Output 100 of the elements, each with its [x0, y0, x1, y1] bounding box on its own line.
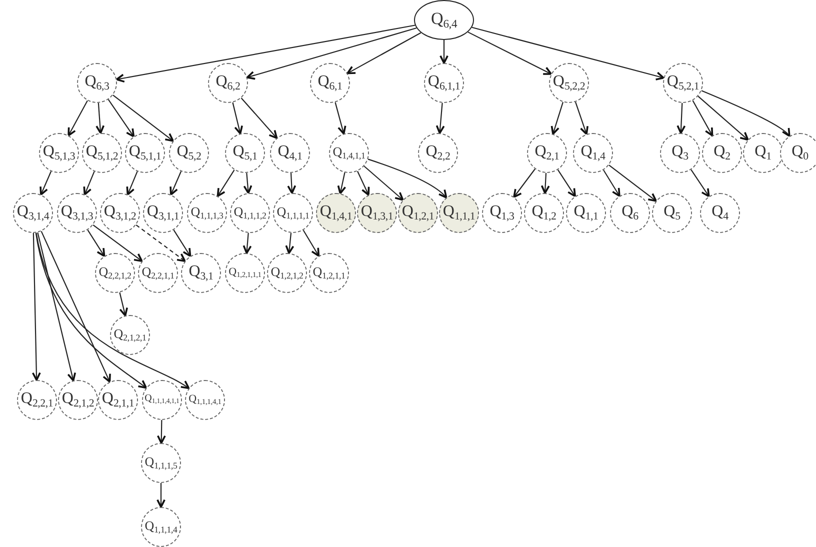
- state-label: Q$_{1,2,1}$: [402, 204, 434, 222]
- arrow: [116, 24, 416, 83]
- arrow: [364, 166, 404, 201]
- arrow: [232, 102, 243, 134]
- state-label: Q$_{5,2,2}$: [552, 74, 586, 92]
- arrow: [83, 171, 95, 196]
- arrow: [676, 102, 686, 134]
- state-label: Q$_{2,2,1,1}$: [142, 265, 174, 281]
- arrow: [170, 171, 182, 196]
- state-circle: [57, 193, 97, 233]
- state-label: Q$_{3,1,1}$: [146, 204, 180, 222]
- arrow: [126, 171, 138, 196]
- state-label: Q$_{4,1}$: [278, 144, 302, 162]
- state-label: Q$_{1,1,1,2}$: [234, 205, 266, 221]
- state-label: Q$_{1,3}$: [490, 204, 514, 222]
- state-label: Q$_{1,4}$: [580, 144, 606, 162]
- state-label: Q$_{2,2}$: [426, 144, 450, 162]
- state-circle: [143, 193, 183, 233]
- state-label: Q$_{2,2,1}$: [20, 390, 54, 410]
- state-label: Q$_{1}$: [754, 144, 772, 162]
- arrow: [698, 96, 749, 141]
- arrow: [40, 171, 52, 196]
- state-label: Q$_{2,1,2}$: [62, 390, 94, 410]
- arrow: [574, 102, 588, 135]
- state-label: Q$_{2,1,1}$: [102, 390, 134, 410]
- state-circle: [208, 63, 248, 103]
- arrow: [550, 102, 564, 135]
- arrow: [302, 230, 320, 257]
- arrow: [243, 172, 252, 194]
- state-circle: [743, 133, 783, 173]
- arrow: [156, 420, 166, 444]
- arrow: [119, 292, 128, 316]
- state-label: Q$_{5,2}$: [176, 144, 202, 162]
- arrow: [87, 230, 106, 257]
- arrow: [337, 172, 346, 194]
- state-label: Q$_{1,1,1,1}$: [276, 205, 310, 221]
- state-label: Q$_{1,2,1,1}$: [312, 265, 346, 281]
- state-label: Q$_{3,1,4}$: [16, 204, 50, 222]
- state-label: Q$_{6,1,1}$: [428, 74, 460, 92]
- arrow: [346, 32, 422, 74]
- state-label: Q$_{5}$: [664, 204, 680, 222]
- arrow: [557, 169, 576, 198]
- arrow: [540, 172, 550, 194]
- state-label: Q$_{1,1,1,3}$: [190, 205, 224, 221]
- arrow: [246, 27, 417, 80]
- state-label: Q$_{5,1,2}$: [86, 144, 118, 162]
- state-label: Q$_{6,2}$: [216, 74, 240, 92]
- state-circle: [100, 193, 140, 233]
- state-label: Q$_{2,1,2,1}$: [114, 327, 146, 343]
- arrow: [240, 98, 278, 139]
- arrow: [285, 232, 294, 254]
- arrow: [603, 170, 620, 197]
- state-label: Q$_{5,1,1}$: [128, 144, 162, 162]
- state-label: Q$_{1,2}$: [532, 204, 556, 222]
- state-label: Q$_{6,4}$: [430, 10, 458, 30]
- state-circle: [439, 193, 479, 233]
- state-label: Q$_{1,2,1,1,1}$: [228, 267, 262, 279]
- arrow: [690, 169, 710, 198]
- arrow: [36, 232, 190, 390]
- state-label: Q$_{1,1,1,4,1}$: [188, 394, 222, 406]
- state-circle: [573, 133, 613, 173]
- state-label: Q$_{3,1,2}$: [104, 204, 136, 222]
- arrow: [368, 158, 448, 198]
- state-label: Q$_{1,1}$: [574, 204, 598, 222]
- arrow: [92, 224, 143, 262]
- state-label: Q$_{4}$: [712, 204, 728, 222]
- arrow: [440, 40, 448, 64]
- state-label: Q$_{3}$: [672, 144, 688, 162]
- arrow: [513, 168, 536, 198]
- arrow: [37, 232, 76, 382]
- arrow: [468, 32, 552, 75]
- state-label: Q$_{1,3,1}$: [360, 204, 394, 222]
- state-label: Q$_{2,2,1,2}$: [98, 265, 132, 281]
- arrow: [287, 172, 296, 194]
- state-circle: [316, 193, 356, 233]
- state-label: Q$_{3,1,3}$: [60, 204, 94, 222]
- state-label: Q$_{5,1}$: [232, 144, 258, 162]
- state-circle: [780, 133, 816, 173]
- arrow: [173, 230, 192, 257]
- state-circle: [138, 253, 178, 293]
- arrow: [216, 170, 235, 197]
- arrow: [472, 26, 665, 80]
- state-label: Q$_{1,4,1,1}$: [332, 145, 366, 161]
- state-circle: [398, 193, 438, 233]
- state-circle: [142, 380, 182, 420]
- state-label: Q$_{1,1,1,5}$: [144, 455, 178, 471]
- state-label: Q$_{6,3}$: [84, 74, 110, 92]
- state-label: Q$_{5,1,3}$: [42, 144, 76, 162]
- arrow: [136, 224, 186, 262]
- arrow: [108, 99, 135, 138]
- root-ellipse: [414, 0, 474, 40]
- state-label: Q$_{6,1}$: [318, 74, 342, 92]
- arrow: [96, 102, 105, 134]
- state-label: Q$_{3,1}$: [188, 264, 214, 282]
- arrow: [35, 232, 148, 389]
- arrow: [356, 170, 370, 196]
- state-label: Q$_{2,1}$: [534, 144, 560, 162]
- state-label: Q$_{2}$: [714, 144, 730, 162]
- arrow: [112, 94, 174, 142]
- arrow: [32, 232, 41, 381]
